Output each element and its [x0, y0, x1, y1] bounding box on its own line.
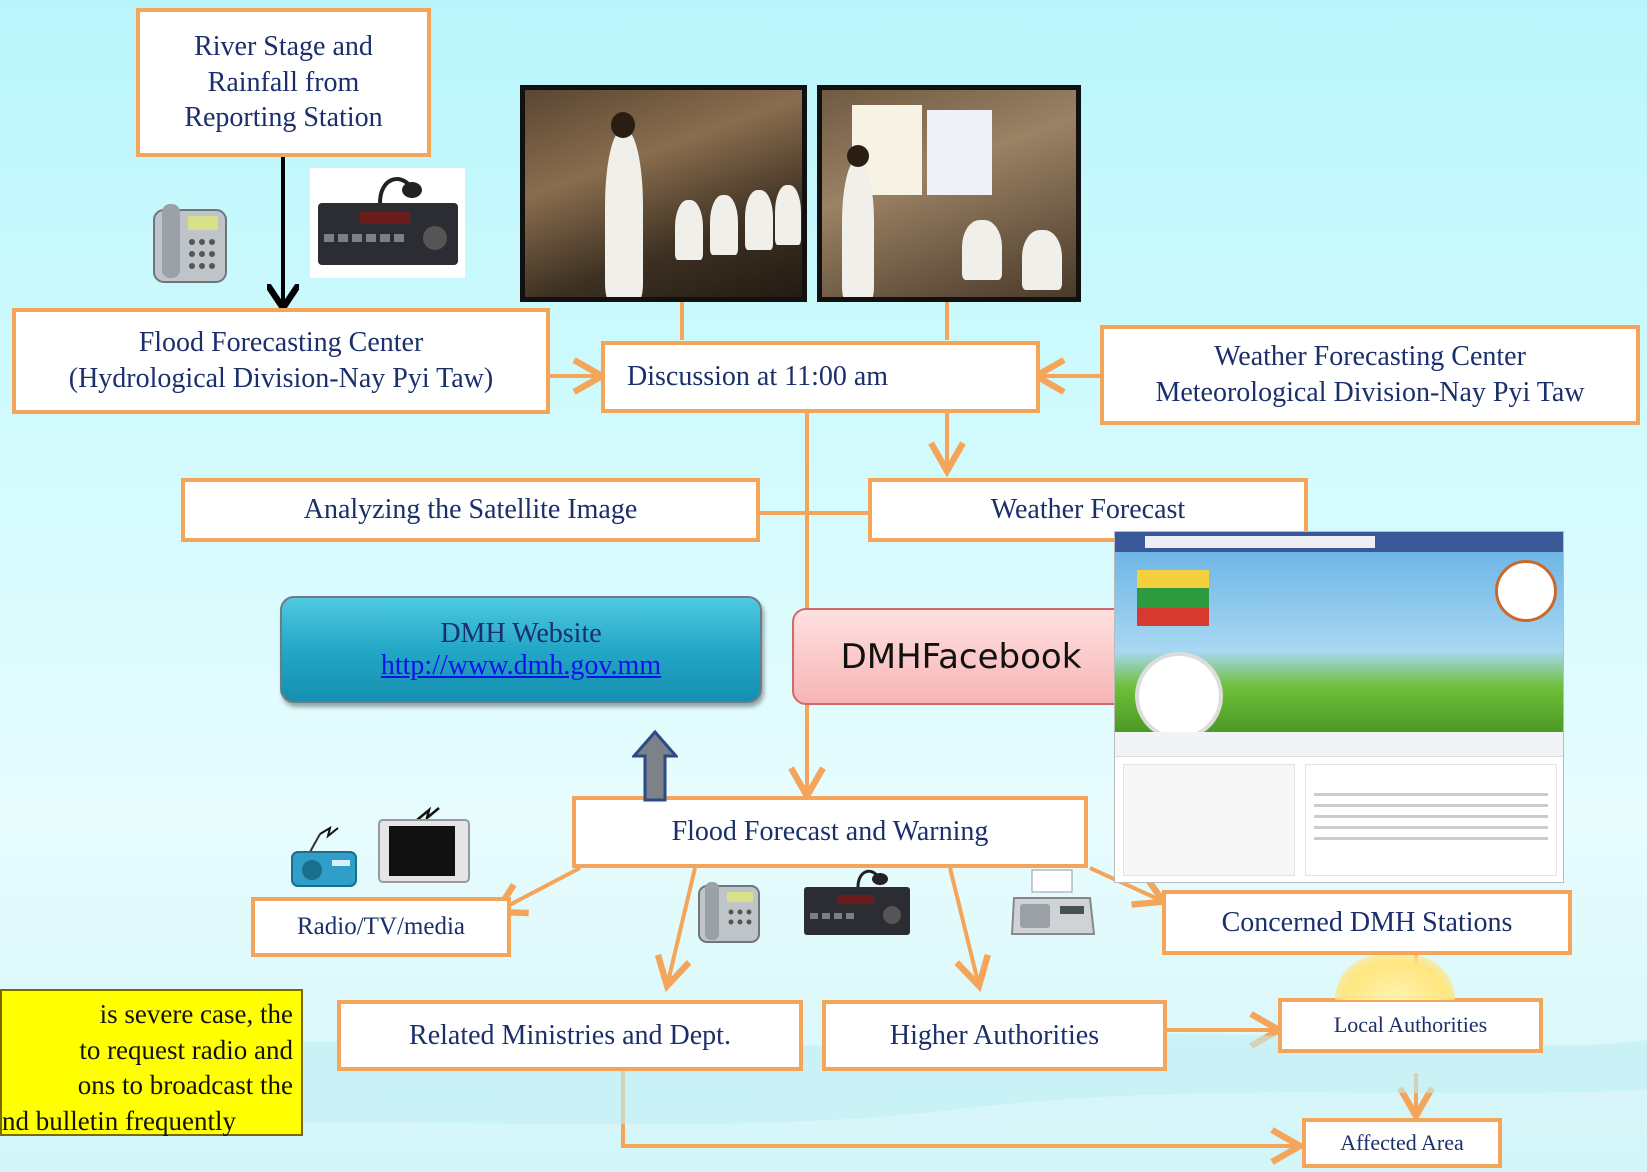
- affected-area-box: Affected Area: [1302, 1118, 1502, 1168]
- fax-icon: [1010, 869, 1095, 935]
- discussion-photo-left: [520, 85, 807, 302]
- concerned-dmh-stations-box: Concerned DMH Stations: [1162, 890, 1572, 955]
- telephone-icon: [153, 204, 227, 283]
- discussion-box: Discussion at 11:00 am: [601, 341, 1040, 413]
- dmh-facebook-box: DMHFacebook: [792, 608, 1130, 705]
- radio-transceiver-icon: [310, 168, 465, 278]
- dmh-website-box: DMH Website http://www.dmh.gov.mm: [280, 596, 762, 703]
- radio-icon: [291, 825, 357, 887]
- radio-transceiver-icon-bottom: [804, 869, 910, 935]
- dmh-website-link[interactable]: http://www.dmh.gov.mm: [380, 649, 662, 681]
- severe-case-note: is severe case, the to request radio and…: [0, 989, 303, 1136]
- facebook-page-screenshot: [1114, 531, 1564, 883]
- telephone-icon-bottom: [698, 882, 760, 943]
- up-arrow-icon: [632, 730, 678, 802]
- sun-glow: [1335, 955, 1455, 1000]
- dmh-website-title: DMH Website: [440, 617, 602, 649]
- flood-forecast-warning-box: Flood Forecast and Warning: [572, 796, 1088, 868]
- flood-forecasting-center-box: Flood Forecasting Center(Hydrological Di…: [12, 308, 550, 414]
- discussion-photo-right: [817, 85, 1081, 302]
- local-authorities-box: Local Authorities: [1278, 998, 1543, 1053]
- higher-authorities-box: Higher Authorities: [822, 1000, 1167, 1071]
- tv-icon: [378, 806, 470, 883]
- related-ministries-box: Related Ministries and Dept.: [337, 1000, 803, 1071]
- satellite-image-box: Analyzing the Satellite Image: [181, 478, 760, 542]
- radio-tv-media-box: Radio/TV/media: [251, 897, 511, 957]
